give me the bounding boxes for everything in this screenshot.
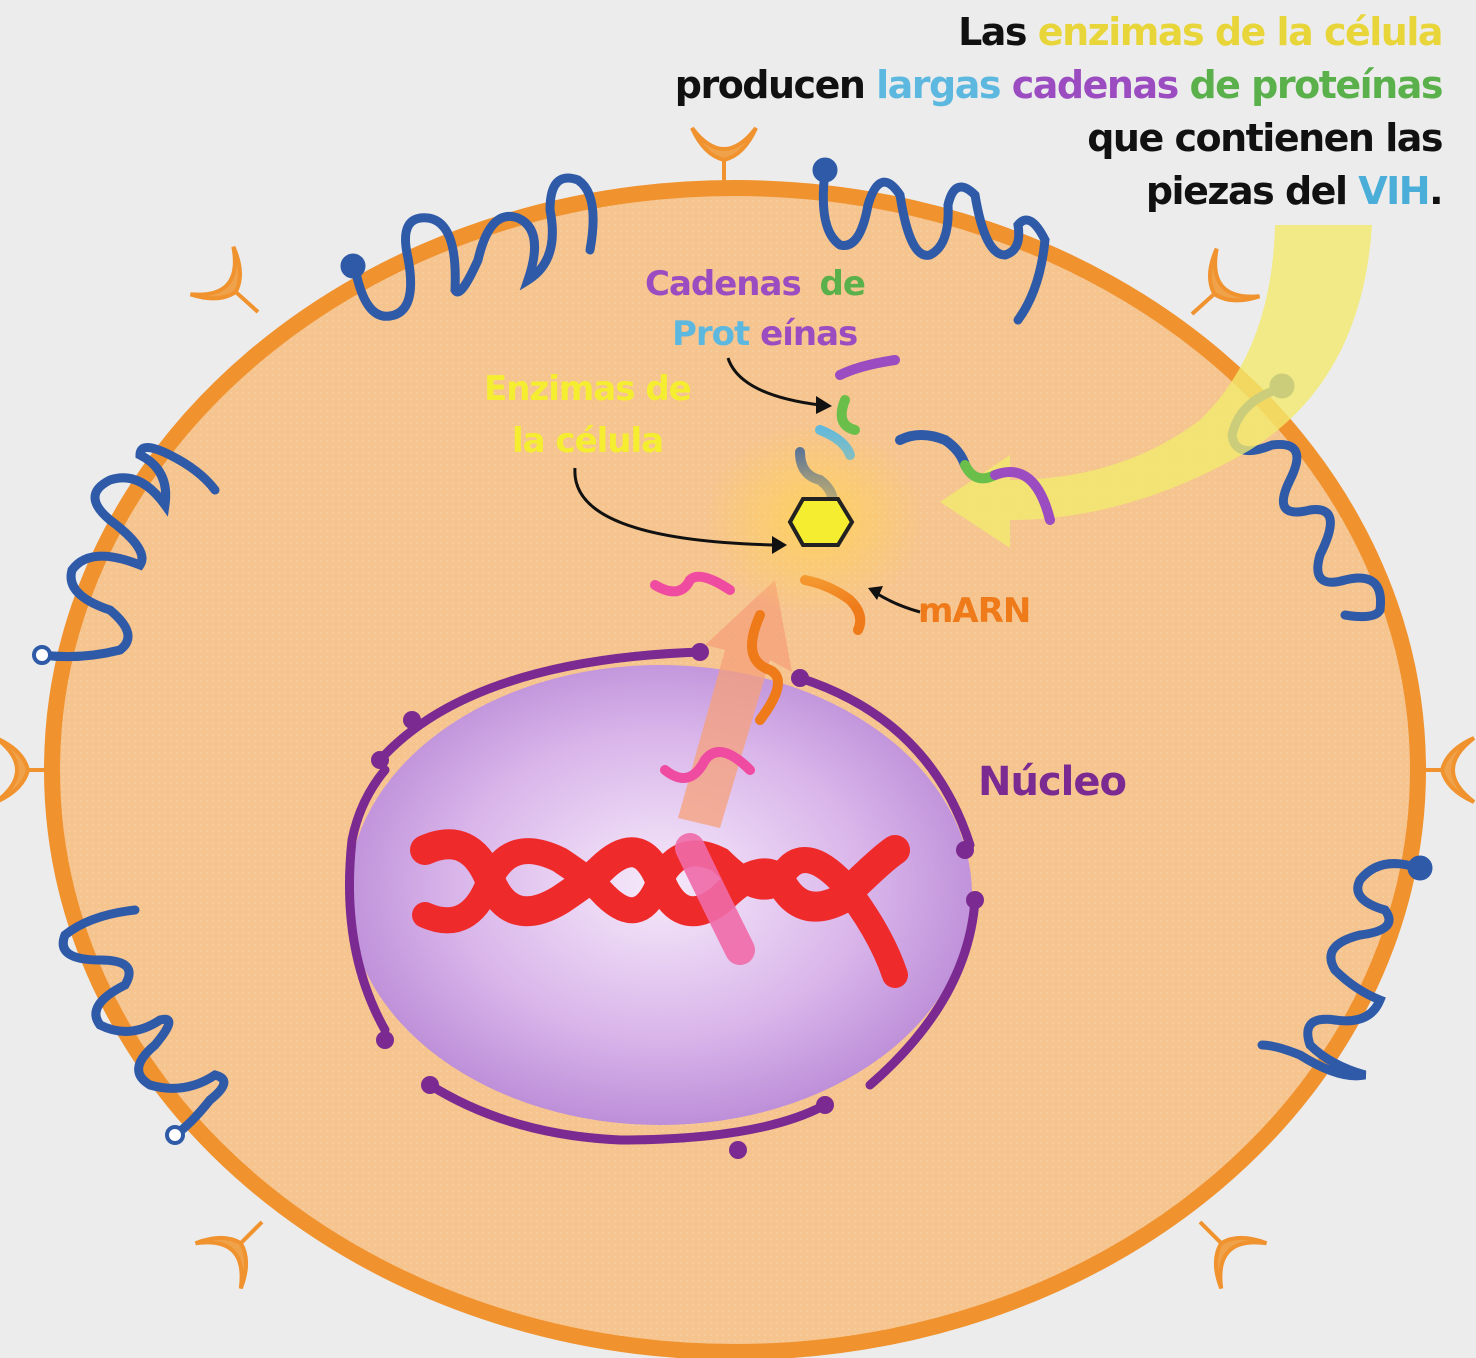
membrane-cup-icon (194, 1220, 264, 1290)
caption-cadenas: cadenas (1011, 63, 1179, 107)
caption-piezas: piezas del (1145, 169, 1348, 213)
membrane-cups (0, 126, 1476, 1290)
membrane-cup-icon (189, 245, 260, 314)
caption-largas: largas (876, 63, 1001, 107)
caption-vih: VIH (1358, 169, 1430, 213)
membrane-cup-icon (1190, 247, 1261, 316)
label-enzimas-1: Enzimas de (484, 369, 691, 409)
receptor-squiggle-icon (32, 443, 220, 665)
caption-arrow (940, 225, 1372, 548)
caption-period: . (1429, 169, 1443, 213)
label-nucleo: Núcleo (978, 759, 1126, 805)
caption-line-1: Las enzimas de la célula (675, 6, 1444, 59)
receptor-squiggle-icon (340, 173, 598, 321)
receptor-squiggle-icon (58, 905, 229, 1145)
label-proteinas-a: Prot (672, 314, 750, 354)
caption-line-2: producen largas cadenas de proteínas (674, 59, 1444, 112)
caption-line-3: que contienen las (1087, 116, 1443, 160)
label-proteinas-b: eínas (760, 314, 857, 354)
svg-text:Prot eínas: Prot eínas (672, 314, 857, 354)
membrane-cup-icon (0, 736, 58, 804)
membrane-cup-icon (1412, 736, 1476, 804)
caption-proteinas: proteínas (1251, 63, 1443, 107)
caption: Las enzimas de la célula producen largas… (674, 6, 1444, 218)
nuclear-pores (371, 643, 984, 1159)
caption-line-4: piezas del VIH. (675, 165, 1444, 218)
dna-helix-icon (410, 829, 910, 988)
caption-las: Las (958, 10, 1027, 54)
membrane-cup-icon (690, 126, 758, 190)
label-cadenas: Cadenas (645, 264, 801, 304)
receptor-squiggle-icon (812, 157, 1050, 325)
pointer-arrowheads (772, 396, 883, 600)
nuclear-envelope (344, 647, 980, 1145)
caption-producen: producen (674, 63, 866, 107)
receptor-squiggle-icon (1257, 855, 1433, 1081)
caption-enzimas: enzimas de la célula (1037, 10, 1444, 54)
caption-de: de (1189, 63, 1240, 107)
membrane-cup-icon (1198, 1220, 1268, 1290)
label-marn: mARN (918, 591, 1030, 631)
pointer-arrows (573, 357, 921, 614)
label-cadenas-de: de (820, 264, 865, 304)
enzyme-hexagon-icon (787, 497, 855, 547)
svg-text:Cadenas de: Cadenas de (645, 264, 865, 304)
label-enzimas-2: la célula (512, 421, 663, 461)
